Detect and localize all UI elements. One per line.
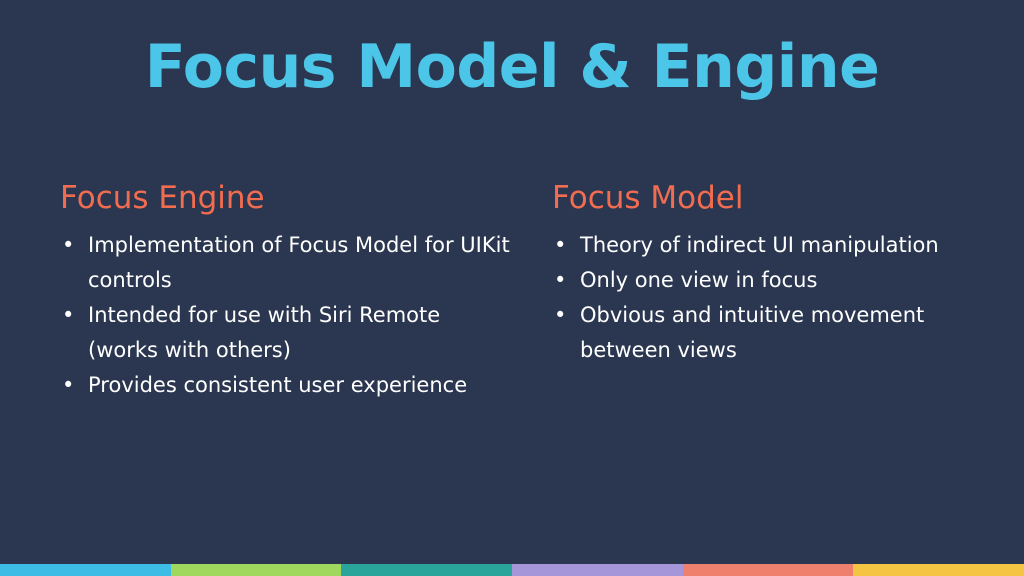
bullet-text: Only one view in focus — [580, 268, 818, 292]
focus-engine-column: Focus Engine • Implementation of Focus Mo… — [60, 174, 510, 403]
bullet-text: Intended for use with Siri Remote (works… — [88, 303, 441, 362]
bullet-item: • Implementation of Focus Model for UIKit… — [60, 228, 510, 298]
footer-color-bar — [0, 564, 1024, 576]
bullet-text: Provides consistent user experience — [88, 373, 468, 397]
color-bar-segment — [853, 564, 1024, 576]
bullet-item: • Only one view in focus — [552, 263, 992, 298]
focus-model-bullet-list: • Theory of indirect UI manipulation • Onl… — [552, 228, 992, 368]
focus-engine-bullet-list: • Implementation of Focus Model for UIKit… — [60, 228, 510, 403]
bullet-text: Implementation of Focus Model for UIKit … — [88, 233, 510, 292]
bullet-text: Theory of indirect UI manipulation — [580, 233, 939, 257]
color-bar-segment — [0, 564, 171, 576]
focus-model-heading: Focus Model — [552, 180, 744, 216]
bullet-text: Obvious and intuitive movement between v… — [580, 303, 925, 362]
bullet-icon: • — [554, 303, 567, 327]
bullet-icon: • — [554, 268, 567, 292]
focus-engine-heading: Focus Engine — [60, 180, 265, 216]
bullet-icon: • — [62, 303, 75, 327]
color-bar-segment — [512, 564, 683, 576]
color-bar-segment — [341, 564, 513, 576]
bullet-icon: • — [62, 233, 75, 257]
bullet-icon: • — [554, 233, 567, 257]
color-bar-segment — [682, 564, 854, 576]
bullet-item: • Provides consistent user experience — [60, 368, 510, 403]
color-bar-segment — [170, 564, 342, 576]
bullet-item: • Obvious and intuitive movement between … — [552, 298, 992, 368]
bullet-item: • Intended for use with Siri Remote (work… — [60, 298, 510, 368]
slide-title: Focus Model & Engine — [144, 32, 880, 102]
bullet-item: • Theory of indirect UI manipulation — [552, 228, 992, 263]
bullet-icon: • — [62, 373, 75, 397]
focus-model-column: Focus Model • Theory of indirect UI manip… — [552, 174, 992, 368]
